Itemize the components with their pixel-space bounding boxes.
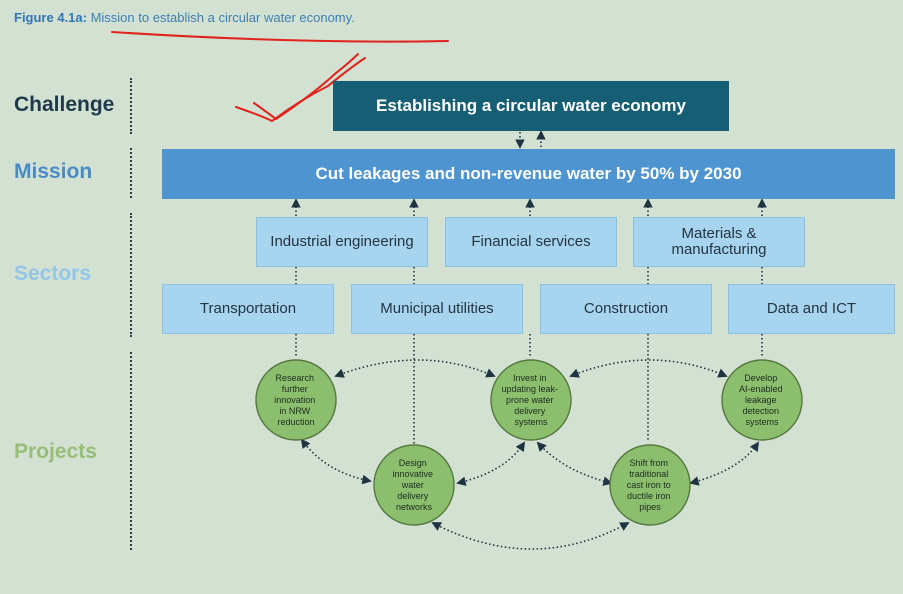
projects-label: Projects bbox=[14, 440, 97, 463]
sector-municipal-utilities: Municipal utilities bbox=[351, 284, 523, 334]
project-circle-shift bbox=[609, 444, 691, 526]
project-circle-invest bbox=[490, 359, 572, 441]
red-annotation bbox=[111, 31, 449, 123]
project-develop: Develop AI-enabled leakage detection sys… bbox=[739, 373, 785, 427]
figure-caption: Figure 4.1a: Mission to establish a circ… bbox=[14, 10, 355, 25]
annotation-underline bbox=[111, 31, 449, 43]
sectors-label: Sectors bbox=[14, 262, 92, 285]
link-research-invest bbox=[334, 359, 496, 378]
link-research-design bbox=[300, 438, 372, 485]
project-circle-research bbox=[255, 359, 337, 441]
figure-label: Figure 4.1a: bbox=[14, 10, 87, 25]
project-research: Research further innovation in NRW reduc… bbox=[274, 373, 318, 427]
projects-divider bbox=[130, 352, 132, 550]
mission-box: Cut leakages and non-revenue water by 50… bbox=[162, 149, 895, 199]
sector-data-ict: Data and ICT bbox=[728, 284, 895, 334]
mission-label: Mission bbox=[14, 160, 93, 183]
challenge-divider bbox=[130, 78, 132, 134]
sector-financial-services: Financial services bbox=[445, 217, 617, 267]
sector-industrial-engineering: Industrial engineering bbox=[256, 217, 428, 267]
challenge-label: Challenge bbox=[14, 93, 115, 116]
mission-divider bbox=[130, 148, 132, 198]
project-shift: Shift from traditional cast iron to duct… bbox=[627, 458, 674, 512]
sector-transportation: Transportation bbox=[162, 284, 334, 334]
link-invest-shift bbox=[536, 441, 613, 486]
sector-construction: Construction bbox=[540, 284, 712, 334]
link-design-shift bbox=[431, 522, 630, 550]
sectors-divider bbox=[130, 213, 132, 337]
link-design-invest bbox=[456, 441, 526, 486]
project-invest: Invest in updating leak- prone water del… bbox=[501, 373, 560, 427]
project-design: Design innovative water delivery network… bbox=[392, 458, 435, 512]
challenge-box: Establishing a circular water economy bbox=[333, 81, 729, 131]
link-shift-develop bbox=[689, 441, 760, 486]
project-circle-design bbox=[373, 444, 455, 526]
figure-title: Mission to establish a circular water ec… bbox=[86, 10, 355, 25]
link-invest-develop bbox=[569, 359, 728, 378]
sector-materials-manufacturing: Materials & manufacturing bbox=[633, 217, 805, 267]
project-circle-develop bbox=[721, 359, 803, 441]
